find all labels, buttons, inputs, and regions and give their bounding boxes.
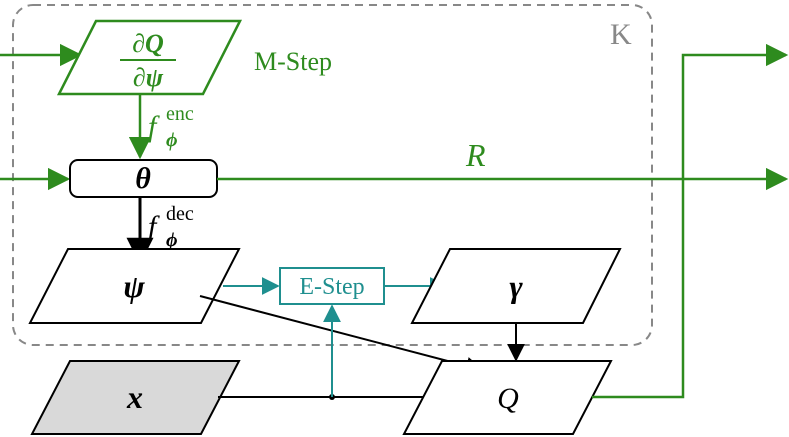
- f-dec-sup: dec: [166, 203, 194, 225]
- x-label: x: [126, 379, 143, 415]
- q-label: Q: [497, 382, 519, 415]
- f-enc-sup: enc: [166, 103, 194, 125]
- f-enc-sub: ϕ: [166, 129, 178, 151]
- node-dq-dpsi: [56, 19, 243, 96]
- theta-label: θ: [135, 162, 151, 195]
- arrow-q-output: [592, 43, 789, 399]
- f-dec-f: f: [148, 210, 160, 243]
- gamma-label: γ: [509, 268, 523, 304]
- node-q: [402, 360, 613, 435]
- dq-numerator: ∂Q: [132, 29, 164, 58]
- node-x: [30, 360, 241, 435]
- estep-label: E-Step: [299, 274, 364, 300]
- r-label: R: [465, 137, 486, 173]
- loop-k-label: K: [610, 18, 632, 51]
- f-dec-sub: ϕ: [166, 229, 178, 251]
- node-estep: [279, 267, 385, 305]
- dq-denominator: ∂ψ: [133, 63, 164, 92]
- psi-label: ψ: [123, 268, 145, 304]
- node-psi: [28, 248, 241, 324]
- f-enc-f: f: [148, 110, 160, 143]
- node-gamma: [410, 248, 622, 324]
- mstep-label: M-Step: [254, 47, 332, 76]
- arrow-psi-q: [199, 295, 484, 375]
